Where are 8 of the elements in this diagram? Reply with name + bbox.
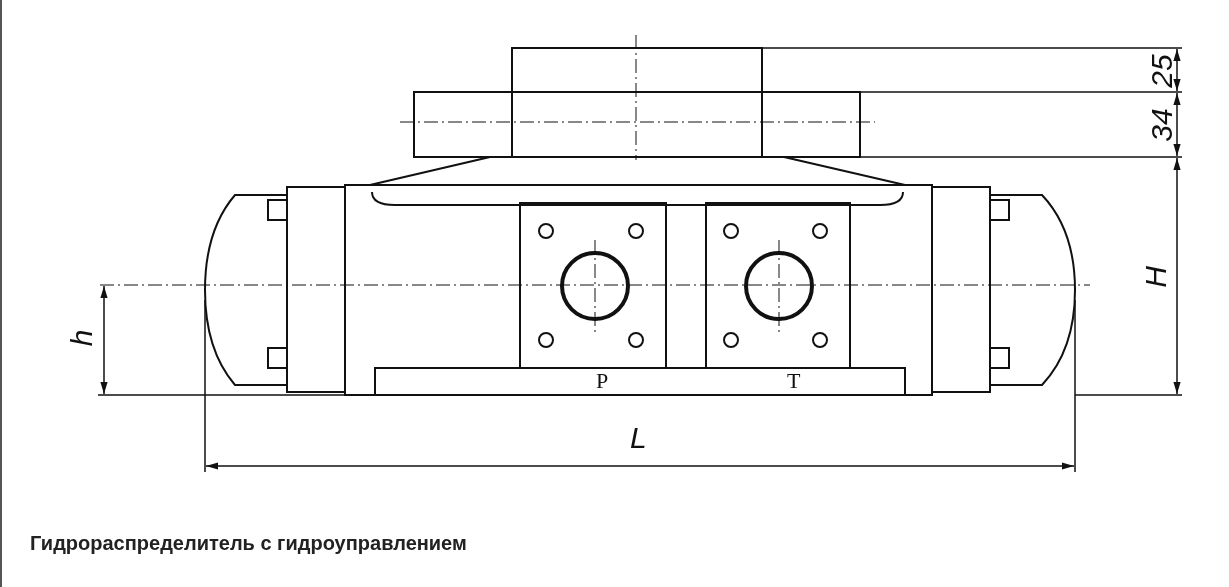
- dimension-label: 34: [1146, 108, 1177, 142]
- port-label: P: [596, 369, 609, 393]
- caption: Гидрораспределитель с гидроуправлением: [30, 532, 467, 555]
- port-label: T: [787, 369, 801, 393]
- dimension-label: 25: [1146, 54, 1177, 88]
- dimension-label: h: [67, 329, 98, 347]
- dimension-label: H: [1140, 266, 1171, 288]
- dimension-label: L: [630, 423, 647, 453]
